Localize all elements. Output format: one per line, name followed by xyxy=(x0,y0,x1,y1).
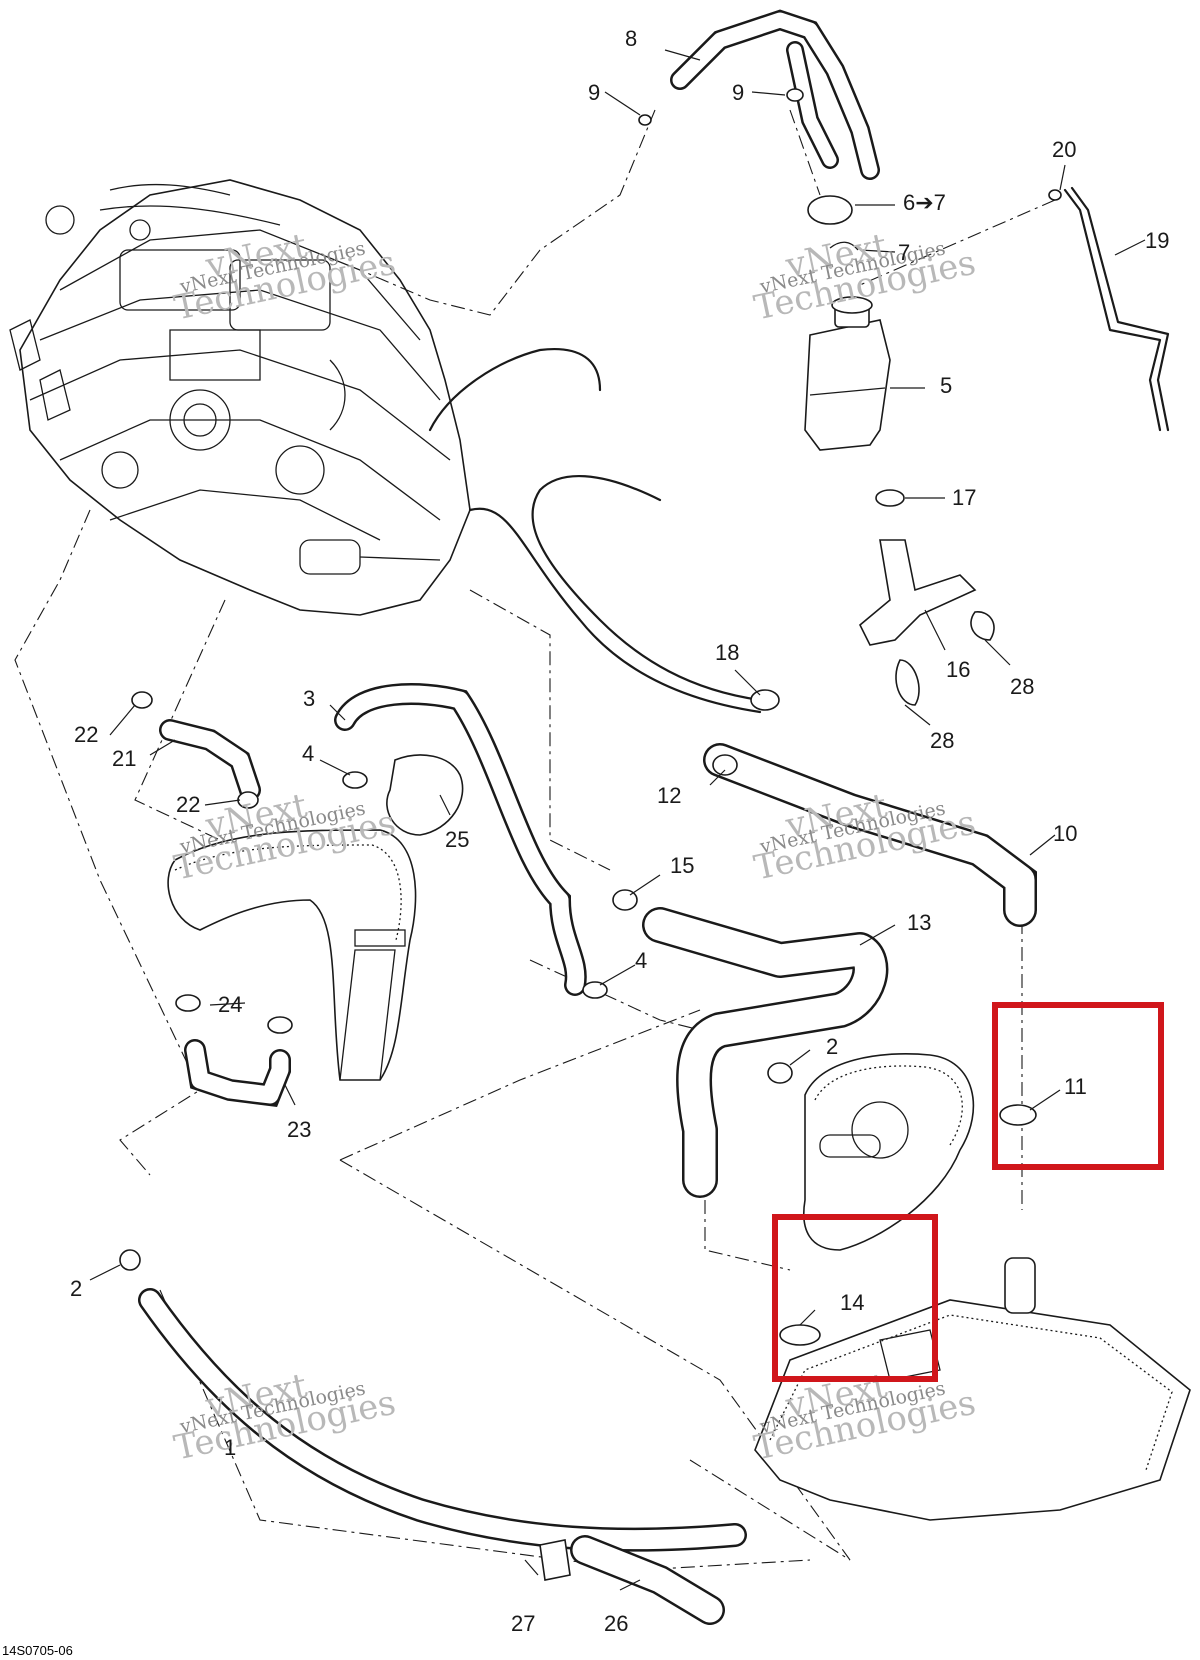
callout-9: 9 xyxy=(588,80,600,105)
callout-10: 10 xyxy=(1053,821,1077,846)
callout-3: 3 xyxy=(303,686,315,711)
highlight-box-part-11 xyxy=(992,1002,1164,1170)
callout-5: 5 xyxy=(940,373,952,398)
callout-8: 8 xyxy=(625,26,637,51)
callout-22: 22 xyxy=(176,792,200,817)
leader-lines xyxy=(89,49,1146,1591)
callout-26: 26 xyxy=(604,1611,628,1636)
figure-code: 14S0705-06 xyxy=(2,1643,73,1658)
callout-18: 18 xyxy=(715,640,739,665)
callout-24: 24 xyxy=(218,992,242,1017)
highlight-box-part-14 xyxy=(772,1214,938,1382)
callout-11: 11 xyxy=(1064,1074,1087,1099)
callout-22: 22 xyxy=(74,722,98,747)
callout-7: 7 xyxy=(898,240,910,265)
callout-28: 28 xyxy=(930,728,954,753)
callout-19: 19 xyxy=(1145,228,1169,253)
callout-17: 17 xyxy=(952,485,976,510)
components xyxy=(119,88,1191,1581)
callout-13: 13 xyxy=(907,910,931,935)
callout-28: 28 xyxy=(1010,674,1034,699)
callout-4: 4 xyxy=(635,948,647,973)
callout-2: 2 xyxy=(826,1034,838,1059)
callout-labels: 1 2 2 3 4 4 5 6➔7 7 8 9 9 10 11 12 13 14… xyxy=(70,26,1169,1636)
callout-2: 2 xyxy=(70,1276,82,1301)
callout-4: 4 xyxy=(302,741,314,766)
hoses xyxy=(138,9,1170,1625)
callout-1: 1 xyxy=(224,1435,236,1460)
callout-6-supersedes-7: 6➔7 xyxy=(903,190,946,215)
callout-25: 25 xyxy=(445,827,469,852)
callout-27: 27 xyxy=(511,1611,535,1636)
callout-12: 12 xyxy=(657,783,681,808)
callout-20: 20 xyxy=(1052,137,1076,162)
callout-23: 23 xyxy=(287,1117,311,1142)
engine-assembly xyxy=(9,179,471,616)
callout-15: 15 xyxy=(670,853,694,878)
callout-14: 14 xyxy=(840,1290,864,1315)
callout-21: 21 xyxy=(112,746,136,771)
callout-9: 9 xyxy=(732,80,744,105)
callout-16: 16 xyxy=(946,657,970,682)
